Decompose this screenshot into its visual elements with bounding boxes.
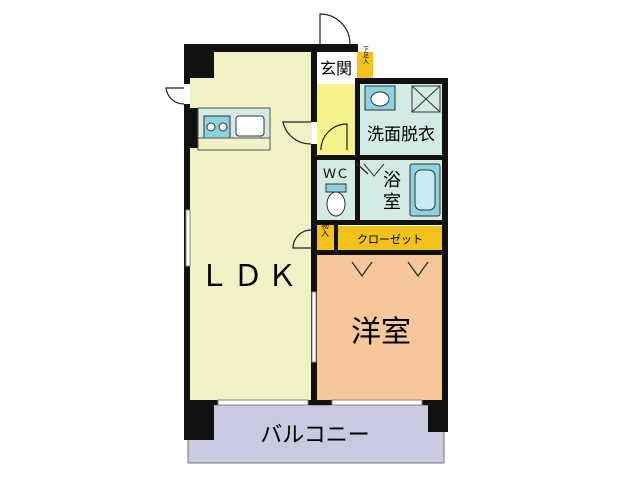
closet-area: [338, 226, 442, 250]
bath-label-1: 浴: [383, 170, 401, 191]
western-room-area: [316, 254, 442, 400]
windows: [185, 209, 423, 406]
toilet-icon: [325, 183, 347, 217]
entrance-label: 玄関: [320, 59, 352, 78]
doors: [165, 13, 429, 278]
shoe-box-label: 下足入: [362, 46, 369, 64]
washroom-label: 洗面脱衣: [367, 125, 435, 145]
toilet-label: ＷＣ: [323, 167, 349, 182]
storage-area: [316, 224, 334, 250]
balcony-area: [187, 404, 445, 464]
balcony-label: バルコニー: [260, 423, 370, 448]
western-room-label: 洋室: [351, 315, 411, 350]
ldk-area: [190, 52, 312, 404]
entrance-area: [317, 84, 355, 156]
shoe-box-area: [357, 52, 373, 80]
bath-label-2: 室: [383, 192, 401, 213]
storage-label: 物入: [321, 220, 330, 237]
ldk-label: ＬＤＫ: [199, 259, 301, 294]
bathtub-icon: [363, 163, 441, 217]
washing-machine-pan-icon: [411, 85, 441, 113]
closet-label: クローゼット: [357, 233, 423, 246]
kitchen-counter: [197, 107, 271, 151]
washbasin-icon: [364, 85, 396, 111]
